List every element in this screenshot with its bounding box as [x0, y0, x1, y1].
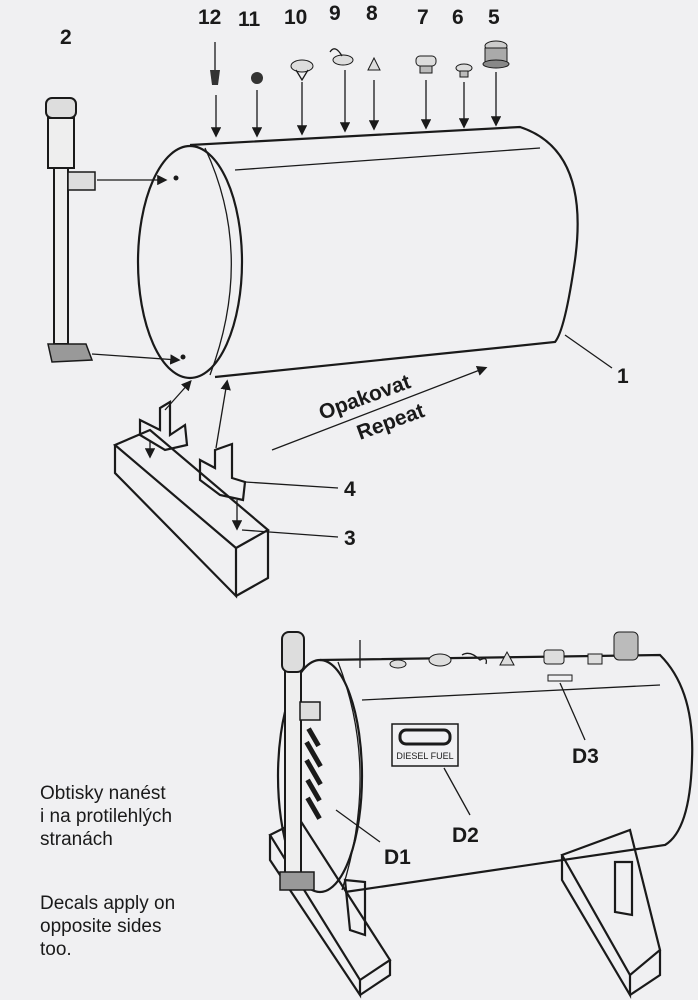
label-part-3: 3: [344, 527, 356, 550]
note-czech: Obtisky nanést i na protilehlých stranác…: [40, 782, 172, 851]
label-part-7: 7: [417, 6, 429, 29]
label-decal-d1: D1: [384, 846, 411, 869]
fittings: [210, 40, 510, 138]
note-cz-line: stranách: [40, 829, 113, 850]
label-part-4: 4: [344, 478, 356, 501]
tank-body-part-1: [136, 125, 579, 380]
note-en-line: Decals apply on: [40, 893, 176, 914]
label-decal-d3: D3: [572, 745, 599, 768]
gauge-pipe-part-2: [45, 97, 181, 365]
repeat-arrow: [271, 365, 488, 451]
decal-d2: DIESEL FUEL: [391, 723, 459, 767]
fitting-8: [367, 56, 381, 131]
label-part-9: 9: [329, 2, 341, 25]
label-part-5: 5: [488, 6, 500, 29]
brackets-part-4: [138, 379, 247, 531]
label-part-10: 10: [284, 6, 307, 29]
fitting-11: [251, 72, 263, 138]
note-en-line: opposite sides: [40, 916, 162, 937]
note-en-line: too.: [40, 939, 72, 960]
label-decal-d2: D2: [452, 824, 479, 847]
label-part-11: 11: [238, 8, 261, 31]
label-part-6: 6: [452, 6, 464, 29]
fitting-10: [290, 59, 314, 136]
label-part-2: 2: [60, 26, 72, 49]
decal-d2-text: DIESEL FUEL: [396, 751, 453, 761]
decal-d1-artwork: [304, 727, 323, 820]
fitting-6: [455, 63, 473, 129]
note-cz-line: i na protilehlých: [40, 806, 173, 827]
label-part-1: 1: [617, 365, 629, 388]
label-part-8: 8: [366, 2, 378, 25]
label-part-12: 12: [198, 6, 221, 29]
note-cz-line: Obtisky nanést: [40, 783, 166, 804]
fitting-9: [329, 48, 354, 133]
note-english: Decals apply on opposite sides too.: [40, 892, 175, 961]
fitting-7: [415, 55, 437, 130]
fitting-12: [210, 42, 222, 138]
fitting-5: [482, 40, 510, 127]
base-beam-part-3: [112, 428, 270, 599]
assembled-tank: [268, 631, 694, 1000]
